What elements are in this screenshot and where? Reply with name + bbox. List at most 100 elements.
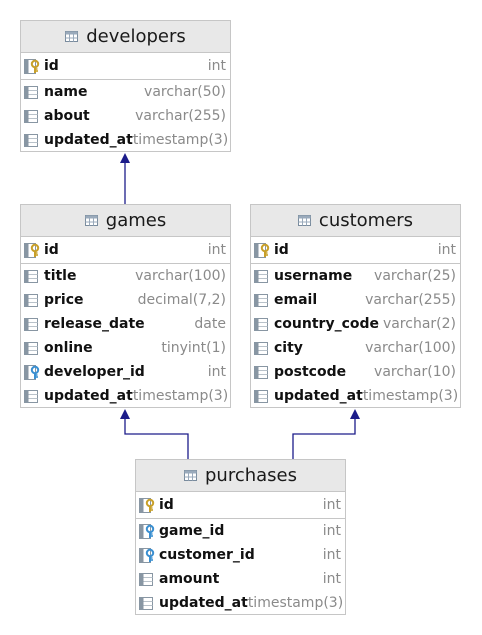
column-type: timestamp(3) — [132, 388, 229, 404]
column-type: timestamp(3) — [362, 388, 459, 404]
column-type: timestamp(3) — [247, 595, 344, 611]
column-name: about — [44, 108, 90, 124]
column-row[interactable]: game_id int — [136, 519, 345, 543]
column-type: int — [322, 571, 341, 587]
column-icon — [24, 269, 41, 284]
table-name: developers — [86, 26, 186, 47]
fk-purchases-customers-arrow — [350, 409, 360, 419]
column-icon — [24, 85, 41, 100]
column-icon — [24, 341, 41, 356]
primary-key-row[interactable]: id int — [136, 492, 345, 518]
column-row[interactable]: release_date date — [21, 312, 230, 336]
key-separator — [21, 79, 230, 80]
column-icon — [24, 293, 41, 308]
column-type: timestamp(3) — [132, 132, 229, 148]
fk-purchases-customers-line — [292, 418, 356, 459]
column-icon — [24, 317, 41, 332]
column-name: username — [274, 268, 353, 284]
column-name: name — [44, 84, 88, 100]
column-type: varchar(2) — [382, 316, 456, 332]
primary-key-icon — [24, 242, 41, 258]
column-icon — [254, 341, 271, 356]
column-type: varchar(25) — [374, 268, 456, 284]
column-name: postcode — [274, 364, 347, 380]
column-type: date — [194, 316, 226, 332]
column-name: id — [274, 242, 289, 258]
fk-games-developers-arrow — [120, 153, 130, 163]
table-icon — [183, 470, 197, 481]
column-type: int — [322, 523, 341, 539]
column-type: decimal(7,2) — [137, 292, 226, 308]
key-separator — [21, 263, 230, 264]
primary-key-icon — [24, 58, 41, 74]
column-type: varchar(255) — [365, 292, 456, 308]
column-row[interactable]: about varchar(255) — [21, 104, 230, 128]
column-icon — [24, 109, 41, 124]
column-icon — [254, 269, 271, 284]
table-header: purchases — [136, 460, 345, 492]
column-name: id — [159, 497, 174, 513]
column-name: developer_id — [44, 364, 145, 380]
column-row[interactable]: username varchar(25) — [251, 264, 460, 288]
column-row[interactable]: customer_id int — [136, 543, 345, 567]
column-type: int — [322, 547, 341, 563]
column-icon — [254, 317, 271, 332]
column-name: game_id — [159, 523, 225, 539]
table-header: games — [21, 205, 230, 237]
column-name: id — [44, 242, 59, 258]
table-icon — [84, 215, 98, 226]
table-header: developers — [21, 21, 230, 53]
primary-key-icon — [139, 497, 156, 513]
column-name: online — [44, 340, 93, 356]
column-type: int — [207, 58, 226, 74]
column-name: customer_id — [159, 547, 255, 563]
column-name: email — [274, 292, 318, 308]
column-name: updated_at — [274, 388, 363, 404]
column-type: tinyint(1) — [161, 340, 226, 356]
table-header: customers — [251, 205, 460, 237]
column-name: country_code — [274, 316, 380, 332]
column-type: varchar(255) — [135, 108, 226, 124]
table-name: purchases — [204, 465, 297, 486]
column-name: updated_at — [159, 595, 248, 611]
column-icon — [139, 572, 156, 587]
column-name: city — [274, 340, 303, 356]
column-type: int — [322, 497, 341, 513]
column-name: amount — [159, 571, 220, 587]
column-icon — [24, 389, 41, 404]
column-row[interactable]: online tinyint(1) — [21, 336, 230, 360]
column-row[interactable]: amount int — [136, 567, 345, 591]
column-row[interactable]: email varchar(255) — [251, 288, 460, 312]
foreign-key-icon — [139, 547, 156, 563]
primary-key-row[interactable]: id int — [21, 237, 230, 263]
table-icon — [65, 31, 79, 42]
key-separator — [251, 263, 460, 264]
column-name: release_date — [44, 316, 145, 332]
column-row[interactable]: postcode varchar(10) — [251, 360, 460, 384]
column-type: varchar(10) — [374, 364, 456, 380]
column-type: int — [207, 242, 226, 258]
column-type: varchar(100) — [135, 268, 226, 284]
foreign-key-icon — [24, 364, 41, 380]
column-icon — [254, 389, 271, 404]
column-icon — [24, 133, 41, 148]
column-icon — [254, 365, 271, 380]
fk-purchases-games-arrow — [120, 409, 130, 419]
table-name: customers — [318, 210, 414, 231]
